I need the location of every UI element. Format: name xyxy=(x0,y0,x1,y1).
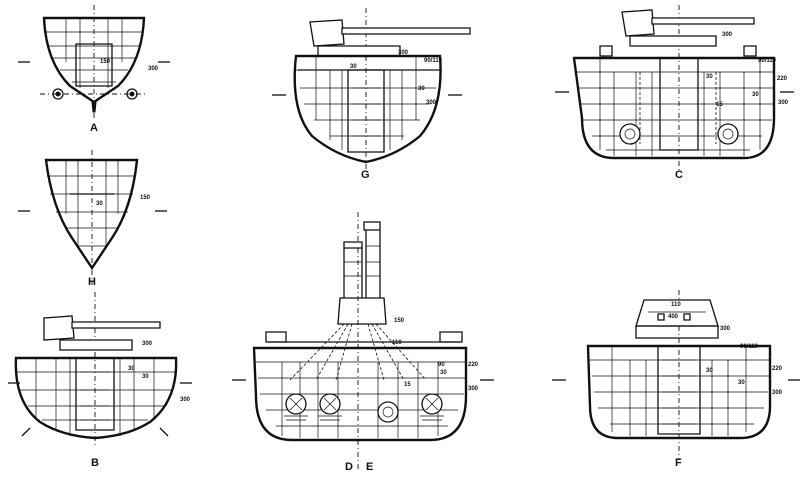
section-label-a: A xyxy=(90,122,98,134)
armor-label-g-1: 90/110 xyxy=(424,58,443,64)
section-f: 110 400 300 90/110 30 220 30 300 F xyxy=(552,290,800,469)
section-label-d: D xyxy=(345,461,353,473)
section-b: 300 30 30 300 B xyxy=(8,292,192,469)
armor-label-f-7: 300 xyxy=(772,390,783,396)
boiler-centre xyxy=(318,393,342,421)
armor-label-c-0: 300 xyxy=(722,32,733,38)
armor-label-g-4: 300 xyxy=(426,100,437,106)
armor-label-d-5: 15 xyxy=(404,382,411,388)
armor-label-a-0: 150 xyxy=(100,59,111,65)
armor-label-a-1: 300 xyxy=(148,66,159,72)
armor-label-h-1: 30 xyxy=(96,201,103,207)
armor-label-f-4: 30 xyxy=(706,368,713,374)
section-label-f: F xyxy=(675,457,682,469)
armor-label-d-3: 220 xyxy=(468,362,479,368)
armor-label-d-6: 300 xyxy=(468,386,479,392)
section-label-e: E xyxy=(366,461,373,473)
armor-label-c-5: 15 xyxy=(716,102,723,108)
section-label-h: H xyxy=(88,276,96,288)
section-g: 300 90/110 30 30 300 G xyxy=(272,8,471,181)
gun-turret-b xyxy=(43,315,161,351)
armor-label-f-2: 300 xyxy=(720,326,731,332)
armor-label-f-0: 110 xyxy=(671,302,681,308)
armor-label-h-0: 150 xyxy=(140,195,151,201)
armor-label-c-6: 300 xyxy=(778,100,789,106)
armor-label-b-0: 300 xyxy=(142,341,153,347)
armor-label-f-5: 220 xyxy=(772,366,783,372)
armor-label-d-0: 150 xyxy=(394,318,405,324)
armor-label-c-4: 30 xyxy=(752,92,759,98)
section-label-b: B xyxy=(91,457,99,469)
armor-label-c-2: 220 xyxy=(777,76,788,82)
armor-label-c-1: 90/110 xyxy=(758,58,777,64)
gun-turret-c xyxy=(599,9,757,57)
armor-label-d-4: 30 xyxy=(440,370,447,376)
armor-label-f-1: 400 xyxy=(668,314,679,320)
funnels xyxy=(337,221,387,325)
section-label-c: C xyxy=(675,169,683,181)
boiler-left xyxy=(284,393,308,421)
boiler-right xyxy=(420,393,444,421)
armor-label-c-3: 30 xyxy=(706,74,713,80)
armor-label-f-3: 90/110 xyxy=(740,344,759,350)
armor-label-b-1: 30 xyxy=(128,366,135,372)
section-d-e: 150 110 90 220 30 15 300 D E xyxy=(232,212,494,473)
shaft-housing-left xyxy=(619,123,641,145)
section-c: 300 90/110 220 30 30 15 300 C xyxy=(555,5,794,181)
armor-label-b-2: 30 xyxy=(142,374,149,380)
armor-label-g-0: 300 xyxy=(398,50,409,56)
shaft-housing-right xyxy=(717,123,739,145)
armor-label-d-1: 110 xyxy=(392,340,402,346)
gun-turret-g xyxy=(309,19,471,57)
section-label-g: G xyxy=(361,169,370,181)
conning-tower xyxy=(635,299,719,339)
section-a: 150 300 A xyxy=(18,5,170,134)
armor-label-d-2: 90 xyxy=(438,362,445,368)
armor-label-f-6: 30 xyxy=(738,380,745,386)
armor-label-g-3: 30 xyxy=(418,86,425,92)
shaft-housing-centre xyxy=(377,401,399,423)
section-h: 150 30 H xyxy=(18,150,167,288)
armor-label-b-3: 300 xyxy=(180,397,191,403)
armor-label-g-2: 30 xyxy=(350,64,357,70)
